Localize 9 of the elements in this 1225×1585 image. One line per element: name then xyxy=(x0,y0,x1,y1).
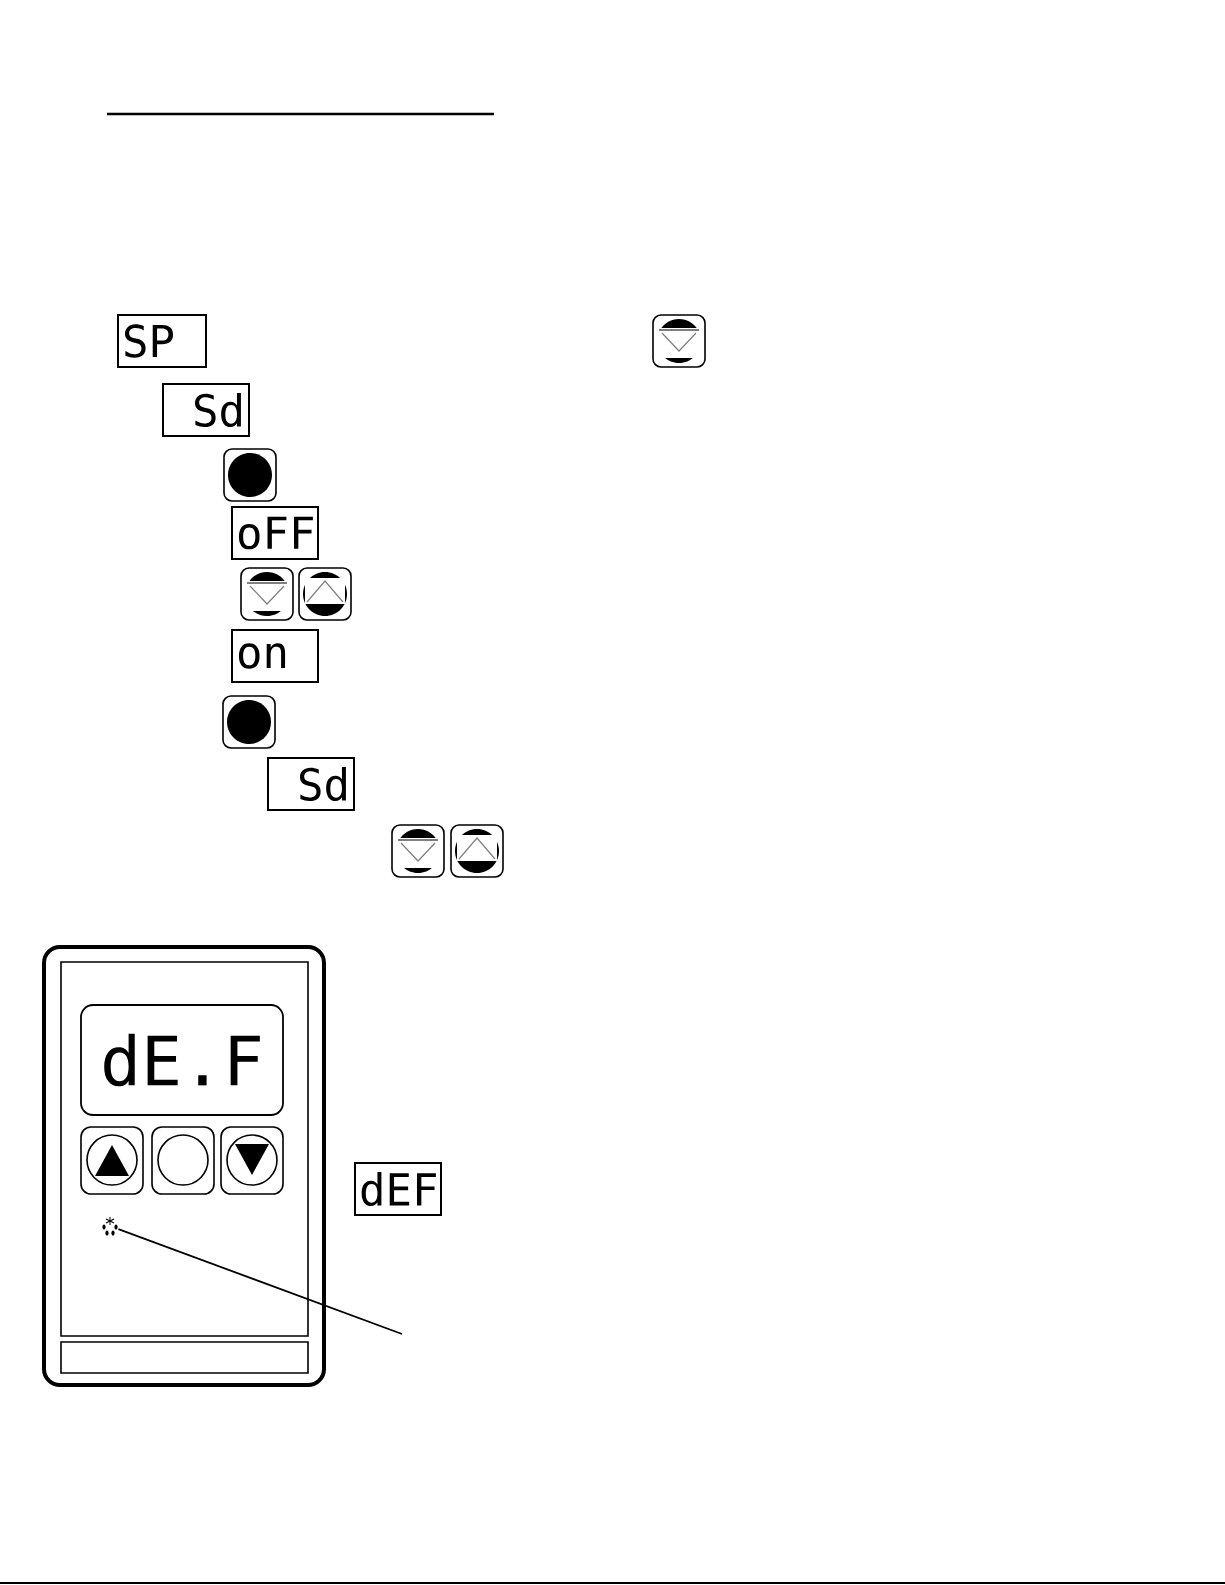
defrost-icon xyxy=(102,1216,118,1236)
display-readout: SP xyxy=(117,314,207,368)
display-readout: Sd xyxy=(267,757,355,811)
display-readout: oFF xyxy=(231,506,319,560)
leader-line xyxy=(117,1228,403,1335)
display-screen: dE.F xyxy=(80,1004,284,1116)
display-readout: dEF xyxy=(354,1162,442,1216)
display-readout: Sd xyxy=(162,383,250,437)
display-readout: on xyxy=(231,629,319,683)
